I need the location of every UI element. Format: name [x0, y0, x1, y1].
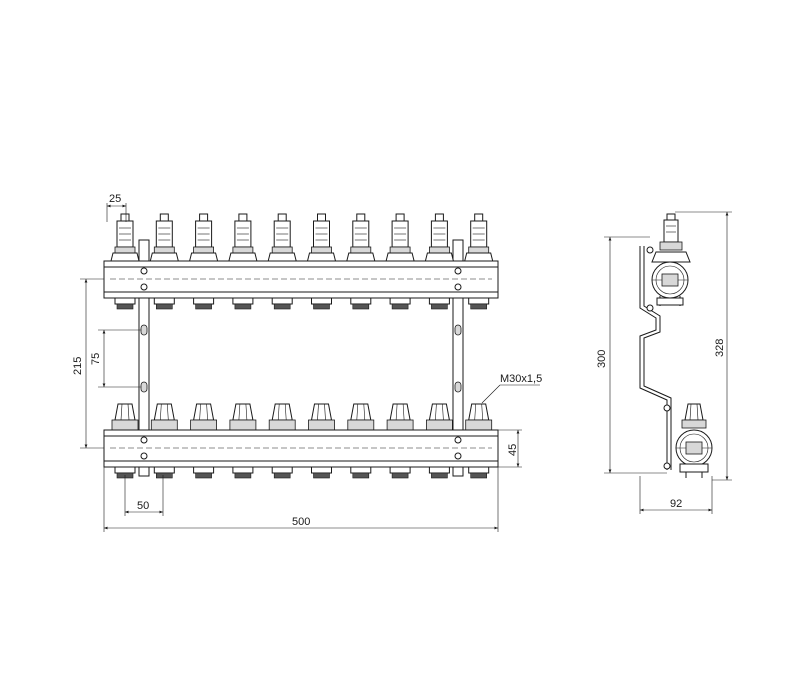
left-bracket — [138, 239, 150, 477]
valve-cap — [465, 403, 493, 431]
flowmeter — [149, 213, 179, 262]
dim-label-215: 215 — [72, 357, 84, 375]
valve-cap — [268, 403, 296, 431]
dim-between-rails: 215 — [72, 278, 104, 449]
outlet-fitting — [428, 297, 450, 310]
side-bottom-valve — [681, 403, 707, 429]
flowmeter — [385, 213, 415, 262]
valve-cap — [347, 403, 375, 431]
dim-label-92: 92 — [670, 498, 682, 510]
outlet-fitting — [389, 297, 411, 310]
outlet-fitting — [114, 297, 136, 310]
top-outlet-row — [114, 297, 490, 310]
dim-side-inner: 300 — [596, 236, 667, 474]
flowmeter — [228, 213, 258, 262]
outlet-fitting — [193, 297, 215, 310]
dim-label-328: 328 — [714, 339, 726, 357]
outlet-fitting — [311, 466, 332, 479]
flowmeter — [188, 213, 219, 262]
side-bracket — [639, 246, 672, 470]
side-top-collector — [651, 261, 689, 306]
outlet-fitting — [153, 297, 175, 310]
dim-side-depth: 92 — [639, 476, 713, 514]
dim-label-75: 75 — [90, 353, 102, 365]
thread-callout: M30x1,5 — [481, 373, 542, 404]
valve-cap — [425, 403, 453, 431]
dim-label-500: 500 — [292, 516, 310, 528]
dim-collector-height: 45 — [498, 429, 522, 468]
dim-label-50: 50 — [137, 500, 149, 512]
flowmeter — [346, 213, 376, 262]
outlet-fitting — [271, 297, 293, 310]
outlet-fitting — [271, 466, 293, 479]
outlet-fitting — [428, 466, 450, 479]
outlet-fitting — [232, 297, 254, 310]
outlet-fitting — [232, 466, 254, 479]
dim-label-25: 25 — [109, 193, 121, 205]
bottom-collector-bar — [103, 429, 499, 468]
valve-cap — [111, 403, 139, 431]
flowmeter — [267, 213, 297, 262]
side-view: 300 328 92 — [596, 211, 732, 514]
side-bottom-collector — [675, 429, 713, 478]
flowmeter — [306, 213, 337, 262]
bracket-clamps — [140, 267, 462, 460]
bottom-valve-row — [111, 403, 493, 431]
right-bracket — [452, 239, 464, 477]
side-top-flowmeter — [651, 213, 691, 263]
flowmeter — [464, 213, 494, 262]
outlet-fitting — [193, 466, 215, 479]
valve-cap — [190, 403, 218, 431]
outlet-fitting — [350, 466, 372, 479]
dim-side-overall: 328 — [675, 211, 732, 481]
valve-cap — [308, 403, 335, 431]
outlet-fitting — [468, 297, 490, 310]
bottom-outlet-row — [114, 466, 490, 479]
valve-cap — [150, 403, 178, 431]
top-flowmeter-row — [110, 213, 494, 262]
dim-label-300: 300 — [596, 350, 608, 368]
front-view: 25 215 75 M30x1,5 45 — [72, 193, 542, 532]
top-collector-bar — [103, 260, 499, 299]
dim-label-45: 45 — [507, 444, 519, 456]
outlet-fitting — [389, 466, 411, 479]
outlet-fitting — [468, 466, 490, 479]
flowmeter — [110, 213, 140, 262]
outlet-fitting — [311, 297, 332, 310]
outlet-fitting — [153, 466, 175, 479]
dim-overall-width: 500 — [103, 467, 499, 532]
flowmeter — [424, 213, 455, 262]
dim-pitch-top: 25 — [106, 193, 127, 222]
valve-cap — [386, 403, 414, 431]
dim-first-offset: 50 — [124, 475, 164, 516]
valve-cap — [229, 403, 257, 431]
outlet-fitting — [350, 297, 372, 310]
thread-label: M30x1,5 — [500, 373, 542, 385]
dim-hole-spacing: 75 — [90, 329, 141, 388]
